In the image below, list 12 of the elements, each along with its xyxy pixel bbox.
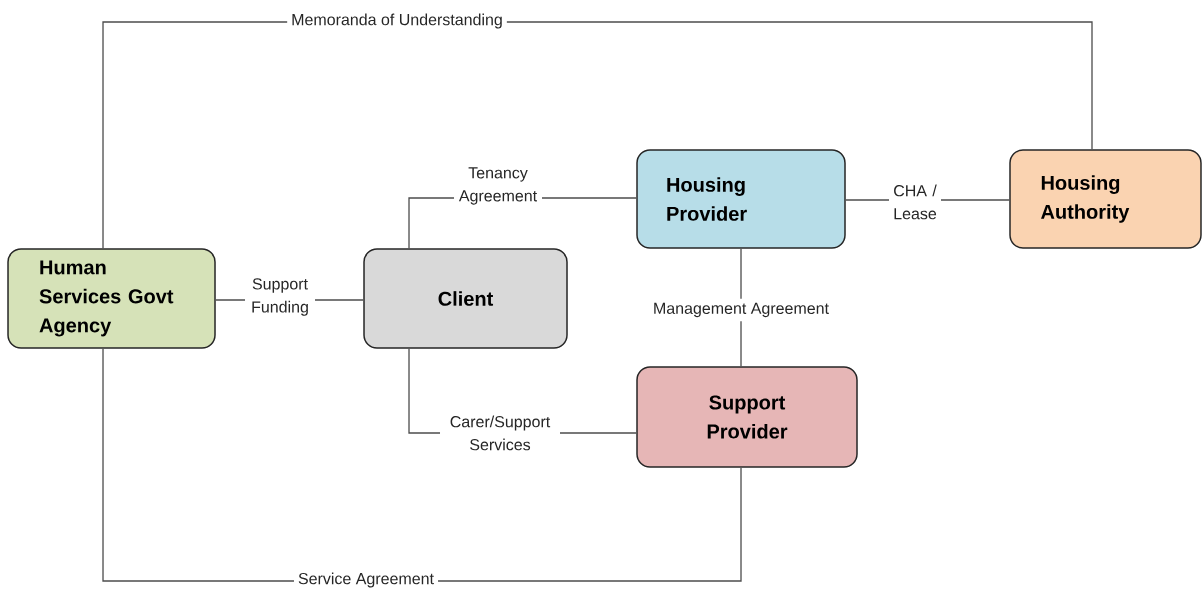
edge-label: CHA / Lease — [889, 180, 941, 224]
edge-label: Support Funding — [245, 274, 315, 320]
edge-label: Carer/Support Services — [440, 411, 560, 455]
process-box: Human Services Govt Agency — [7, 248, 216, 349]
edge-label: Service Agreement — [294, 568, 439, 591]
edge-label: Tenancy Agreement — [454, 163, 542, 209]
process-box: Client — [363, 248, 568, 349]
edge-label: Management Agreement — [648, 298, 834, 322]
process-box: Support Provider — [636, 366, 858, 468]
edge-label: Memoranda of Understanding — [287, 9, 507, 33]
process-box: Housing Provider — [636, 149, 846, 249]
process-box: Housing Authority — [1009, 149, 1202, 249]
